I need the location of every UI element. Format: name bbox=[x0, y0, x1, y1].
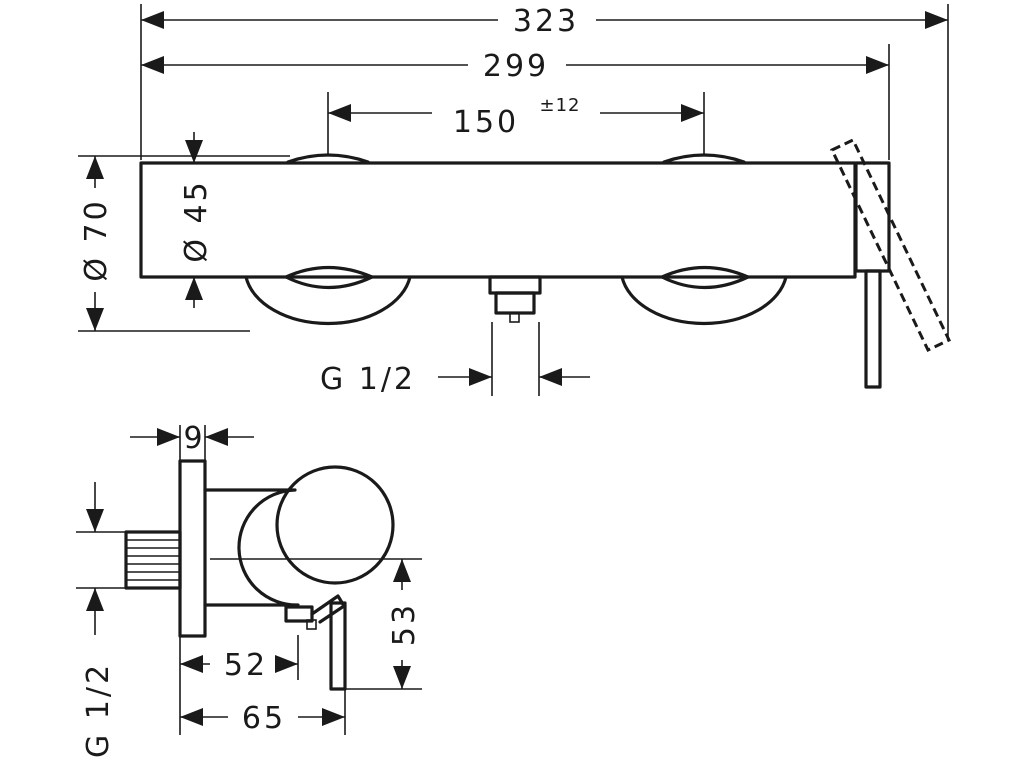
dim-overall-width: 323 bbox=[141, 4, 948, 39]
dim-outlet-depth-label: 52 bbox=[224, 648, 268, 683]
dim-center-tolerance-label: ±12 bbox=[540, 95, 581, 116]
wall-plate bbox=[178, 459, 207, 638]
lever-hub bbox=[854, 161, 891, 273]
side-outlet bbox=[284, 605, 314, 623]
dim-outlet-thread-label: G 1/2 bbox=[320, 362, 416, 397]
threaded-inlet bbox=[124, 530, 182, 590]
lever-handle bbox=[864, 269, 882, 389]
dim-plate-thickness-label: 9 bbox=[183, 421, 202, 456]
dim-inlet-thread-label: G 1/2 bbox=[81, 662, 116, 758]
mixer-body bbox=[139, 161, 857, 279]
outlet-connector bbox=[488, 275, 542, 295]
left-rosette-bottom bbox=[244, 275, 412, 326]
dim-cover-diameter-label: Ø 70 bbox=[79, 198, 114, 281]
dim-body-diameter: Ø 45 bbox=[179, 132, 214, 308]
dim-plate-thickness: 9 bbox=[130, 421, 254, 456]
dim-outlet-thread: G 1/2 bbox=[320, 362, 590, 397]
left-rosette-top bbox=[286, 153, 370, 164]
dim-body-diameter-label: Ø 45 bbox=[179, 179, 214, 262]
outlet-tip bbox=[509, 312, 520, 323]
dim-lever-height: 53 bbox=[387, 559, 422, 689]
dim-center-distance: 150 ±12 bbox=[328, 95, 704, 140]
right-rosette-bottom bbox=[620, 275, 788, 326]
side-view: 9 G 1/2 52 65 bbox=[76, 421, 422, 758]
dim-center-distance-label: 150 bbox=[453, 105, 519, 140]
dim-lever-depth-label: 65 bbox=[242, 701, 286, 736]
right-rosette-top bbox=[662, 153, 746, 164]
side-mixer-cartridge bbox=[275, 465, 395, 585]
side-lever-neck bbox=[310, 594, 346, 624]
inlet-thread-lines bbox=[126, 539, 180, 581]
side-body bbox=[203, 488, 300, 607]
outlet-nut bbox=[494, 291, 536, 315]
dim-outlet-depth: 52 bbox=[180, 648, 298, 683]
side-outlet-tip bbox=[306, 619, 317, 630]
dim-cover-diameter: Ø 70 bbox=[79, 156, 114, 331]
front-view: 323 299 150 ±12 Ø 70 bbox=[78, 4, 952, 397]
dim-inlet-thread: G 1/2 bbox=[81, 482, 116, 758]
dim-lever-height-label: 53 bbox=[387, 602, 422, 646]
dim-body-width-label: 299 bbox=[483, 49, 549, 84]
dim-body-width: 299 bbox=[141, 49, 889, 84]
dim-overall-width-label: 323 bbox=[513, 4, 579, 39]
side-lever-handle bbox=[329, 601, 347, 691]
lever-alt-position bbox=[829, 138, 952, 352]
dim-lever-depth: 65 bbox=[180, 701, 345, 736]
